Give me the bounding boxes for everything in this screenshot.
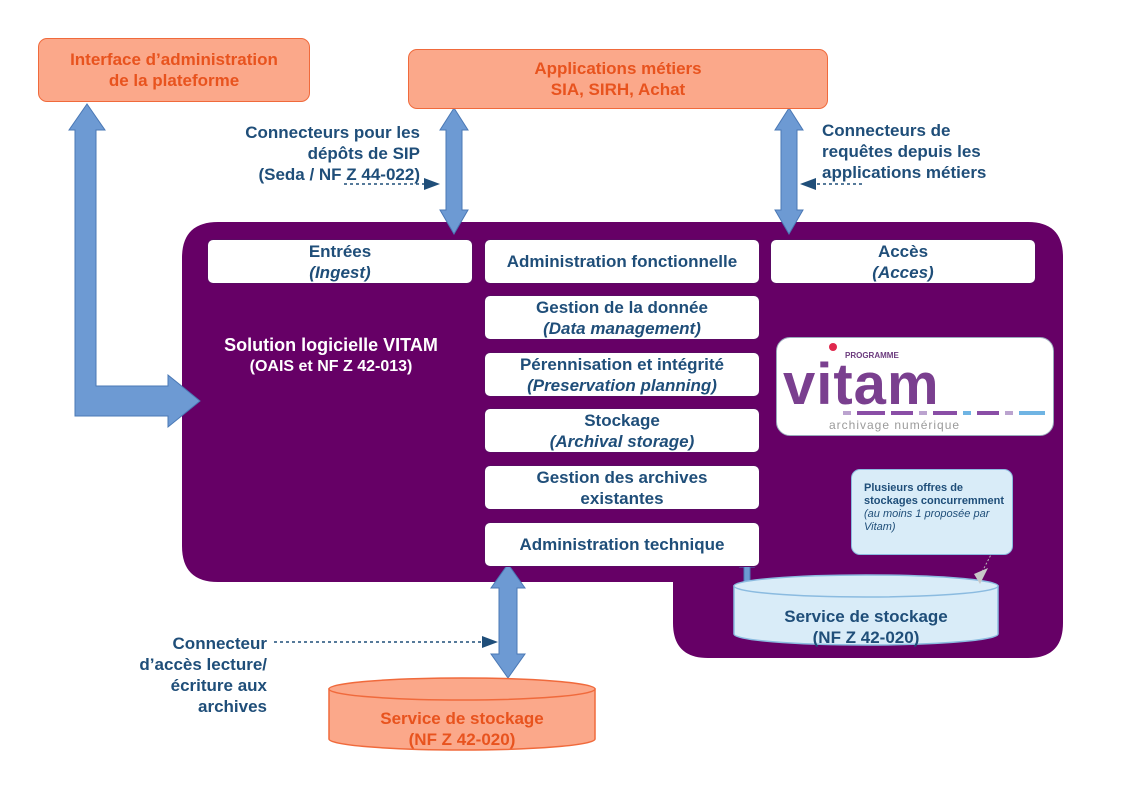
admin-interface-arrow xyxy=(68,103,201,429)
module-preservation: Pérennisation et intégrité (Preservation… xyxy=(484,352,760,397)
admin-interface-line2: de la plateforme xyxy=(108,71,240,90)
module-existing-archives: Gestion des archives existantes xyxy=(484,465,760,510)
bottom-storage-label: Service de stockage (NF Z 42-020) xyxy=(380,709,544,749)
business-apps-line1: Applications métiers xyxy=(534,59,702,78)
solution-label: Solution logicielle VITAM (OAIS et NF Z … xyxy=(224,335,438,375)
vitam-logo: PROGRAMME vitam archivage numérique xyxy=(776,337,1054,436)
requests-connector-label: Connecteurs de requêtes depuis les appli… xyxy=(822,121,987,182)
module-ingest: Entrées (Ingest) xyxy=(207,239,473,284)
vitam-logo-graphic: PROGRAMME vitam archivage numérique xyxy=(783,343,1045,432)
module-functional-admin: Administration fonctionnelle xyxy=(484,239,760,284)
storage-offers-note: Plusieurs offres de stockages concurremm… xyxy=(851,469,1013,555)
module-access: Accès (Acces) xyxy=(770,239,1036,284)
bottom-storage-cylinder xyxy=(328,688,596,751)
archive-access-arrow xyxy=(490,563,526,679)
logo-wordmark: vitam xyxy=(783,352,940,417)
admin-interface-line1: Interface d’administration xyxy=(70,50,278,69)
logo-programme: PROGRAMME xyxy=(845,351,899,360)
business-apps-line2: SIA, SIRH, Achat xyxy=(550,80,686,99)
logo-tagline: archivage numérique xyxy=(829,418,960,432)
requests-arrow xyxy=(774,107,804,235)
logo-dashes xyxy=(843,411,1045,415)
inner-storage-cylinder xyxy=(733,585,999,646)
admin-interface-box: Interface d’administration de la platefo… xyxy=(38,38,310,102)
module-technical-admin: Administration technique xyxy=(484,522,760,567)
sip-deposit-arrow xyxy=(439,107,469,235)
module-data-management: Gestion de la donnée (Data management) xyxy=(484,295,760,340)
archive-connector-label: Connecteur d’accès lecture/ écriture aux… xyxy=(139,634,267,716)
business-apps-box: Applications métiers SIA, SIRH, Achat xyxy=(408,49,828,109)
module-archival-storage: Stockage (Archival storage) xyxy=(484,408,760,453)
inner-storage-label: Service de stockage (NF Z 42-020) xyxy=(784,607,948,647)
sip-connector-label: Connecteurs pour les dépôts de SIP (Seda… xyxy=(245,123,420,184)
